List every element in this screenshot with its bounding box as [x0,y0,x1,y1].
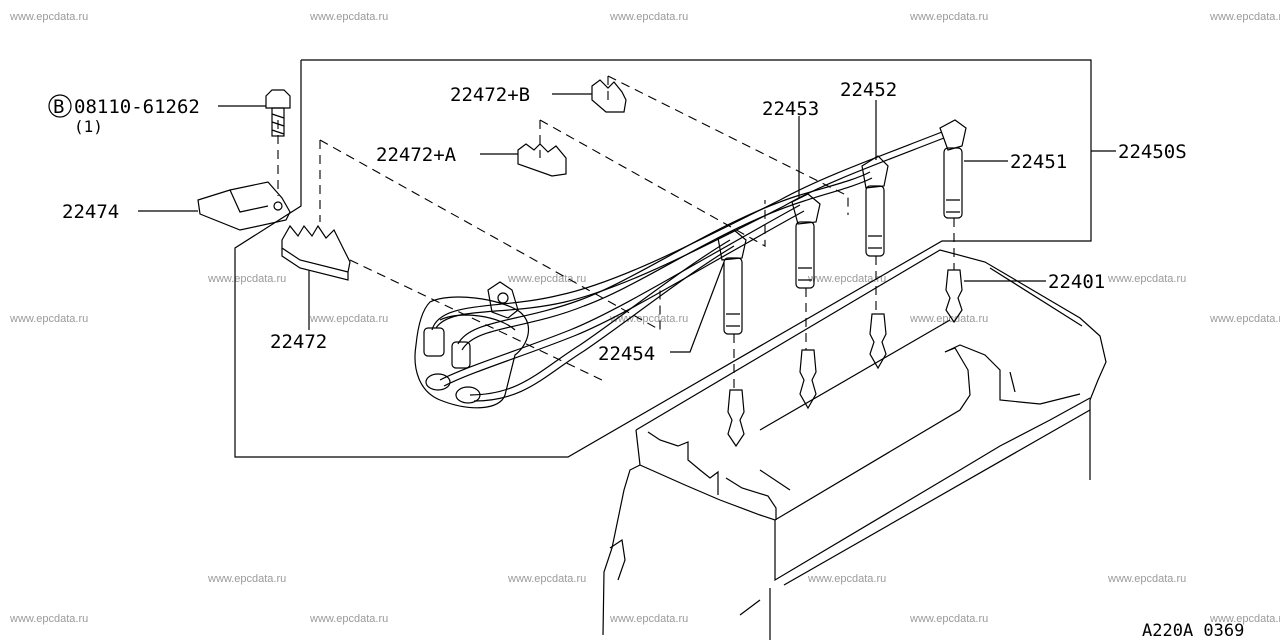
clip-22472 [281,224,351,281]
callout-bolt-code: 08110-61262 [74,96,200,118]
bolt [265,89,291,137]
watermark: www.epcdata.ru [1209,313,1280,325]
watermark: www.epcdata.ru [1209,613,1280,625]
watermark: www.epcdata.ru [9,313,88,325]
callout-bracket: 22474 [62,201,119,223]
watermark: www.epcdata.ru [309,11,388,23]
watermark: www.epcdata.ru [909,613,988,625]
clip-22472-b [591,79,627,113]
callout-wire-4: 22454 [598,343,655,365]
watermark: www.epcdata.ru [807,573,886,585]
callout-spark-plug: 22401 [1048,271,1105,293]
watermark: www.epcdata.ru [9,613,88,625]
watermark: www.epcdata.ru [1107,573,1186,585]
watermark: www.epcdata.ru [1209,11,1280,23]
callout-bolt-qty: (1) [74,117,103,136]
watermark: www.epcdata.ru [9,11,88,23]
callout-clip-b: 22472+B [450,84,530,106]
watermark: www.epcdata.ru [309,313,388,325]
watermark: www.epcdata.ru [507,573,586,585]
watermark: www.epcdata.ru [909,11,988,23]
bracket [197,181,291,231]
diagram-code: A220A 0369 [1142,621,1244,640]
callout-clip: 22472 [270,331,327,353]
wire-set-frame [234,59,1092,458]
spark-plugs [727,269,963,448]
callout-labels: B 08110-61262 (1) 22472+B 22472+A 22453 … [48,79,1244,640]
watermark: www.epcdata.ru [909,313,988,325]
watermark: www.epcdata.ru [207,273,286,285]
watermark: www.epcdata.ru [609,313,688,325]
wire-harness [431,131,945,402]
watermark: www.epcdata.ru [309,613,388,625]
callout-wire-3: 22453 [762,98,819,120]
bolt-prefix: B [53,96,64,118]
callout-wire-set: 22450S [1118,141,1187,163]
bolt-prefix-circle [48,94,72,118]
distributor-cap [414,281,530,409]
watermark: www.epcdata.ru [507,273,586,285]
engine-block [602,249,1107,640]
watermark: www.epcdata.ru [609,11,688,23]
watermark: www.epcdata.ru [807,273,886,285]
callout-wire-1: 22451 [1010,151,1067,173]
watermarks: www.epcdata.ru www.epcdata.ru www.epcdat… [9,11,1280,625]
watermark: www.epcdata.ru [1107,273,1186,285]
assembly-lines [277,75,955,390]
clip-22472-a [517,143,567,177]
watermark: www.epcdata.ru [207,573,286,585]
leader-lines [138,93,1116,353]
callout-wire-2: 22452 [840,79,897,101]
callout-clip-a: 22472+A [376,144,457,166]
watermark: www.epcdata.ru [609,613,688,625]
wire-boots [717,119,967,335]
